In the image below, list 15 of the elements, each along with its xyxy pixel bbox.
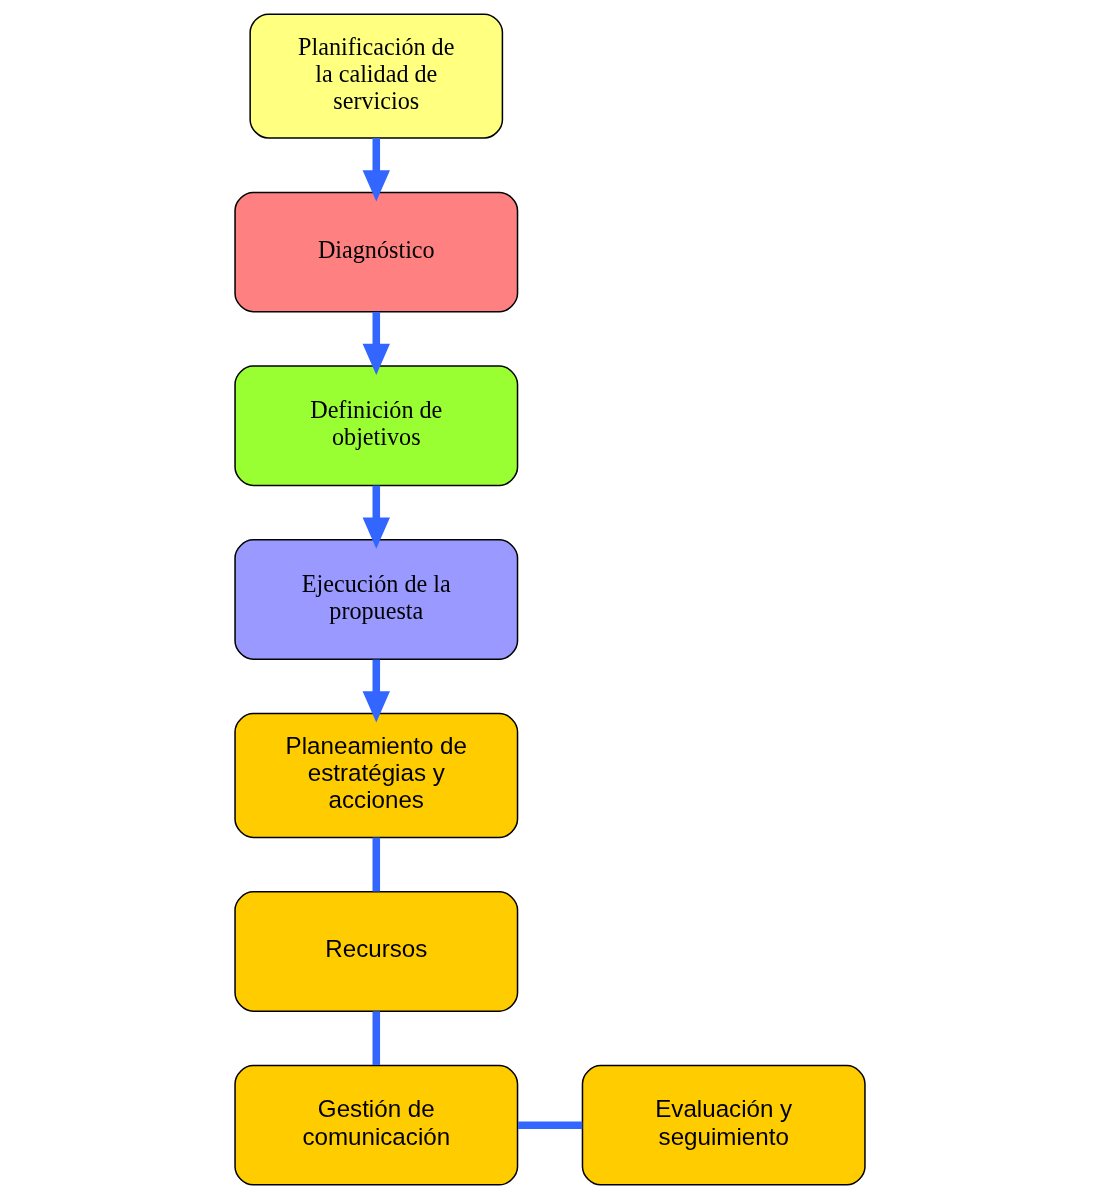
node-box: Ejecución de la propuesta <box>233 539 518 660</box>
node-box: Planificación de la calidad de servicios <box>248 13 503 139</box>
connector <box>372 837 380 892</box>
node-box: Planeamiento de estratégias y acciones <box>233 712 518 839</box>
node-box: Recursos <box>233 891 518 1012</box>
node-box: Gestión de comunicación <box>233 1064 518 1186</box>
arrow <box>362 138 390 202</box>
connector <box>517 1121 582 1129</box>
node-box: Evaluación y seguimiento <box>581 1064 866 1186</box>
arrow <box>362 311 390 376</box>
connector <box>372 1011 380 1066</box>
node-box: Diagnóstico <box>233 191 518 313</box>
arrow <box>362 485 390 549</box>
arrow <box>362 659 390 723</box>
node-box: Definición de objetivos <box>233 365 518 487</box>
